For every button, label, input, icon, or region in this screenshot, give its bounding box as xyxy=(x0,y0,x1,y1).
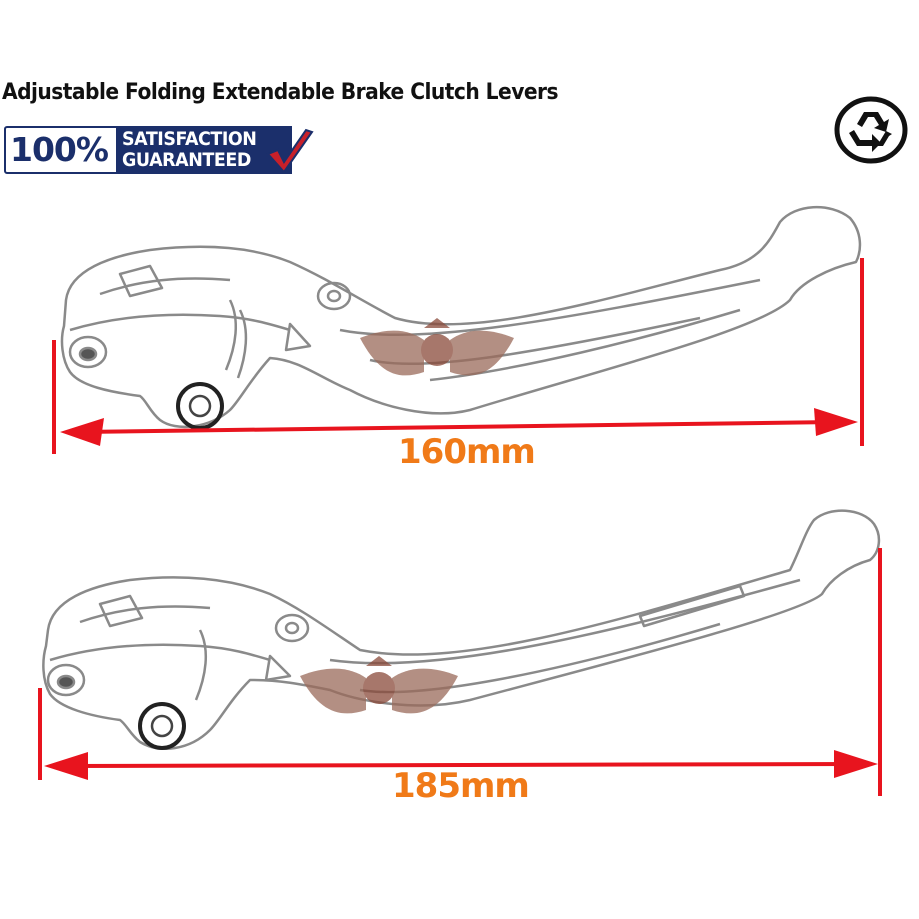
dimension-label-185: 185mm xyxy=(392,766,530,806)
badge-line-guaranteed: GUARANTEED xyxy=(122,149,251,171)
badge-panel xyxy=(116,126,292,174)
recycle-icon xyxy=(834,96,908,164)
badge-percent: 100% xyxy=(10,130,109,169)
badge-line-satisfaction: SATISFACTION xyxy=(122,128,257,150)
checkmark-icon xyxy=(266,128,314,174)
dimension-label-160: 160mm xyxy=(398,432,536,472)
winged-emblem-icon xyxy=(360,318,514,376)
page-title: Adjustable Folding Extendable Brake Clut… xyxy=(2,80,559,105)
short-lever-outline xyxy=(60,206,862,430)
dimension-160-arrow xyxy=(52,258,864,454)
satisfaction-badge: 100% SATISFACTION GUARANTEED xyxy=(4,124,314,178)
dimension-185-arrow xyxy=(38,548,882,796)
winged-emblem-icon-bottom xyxy=(300,656,458,714)
long-lever-outline xyxy=(42,509,881,750)
